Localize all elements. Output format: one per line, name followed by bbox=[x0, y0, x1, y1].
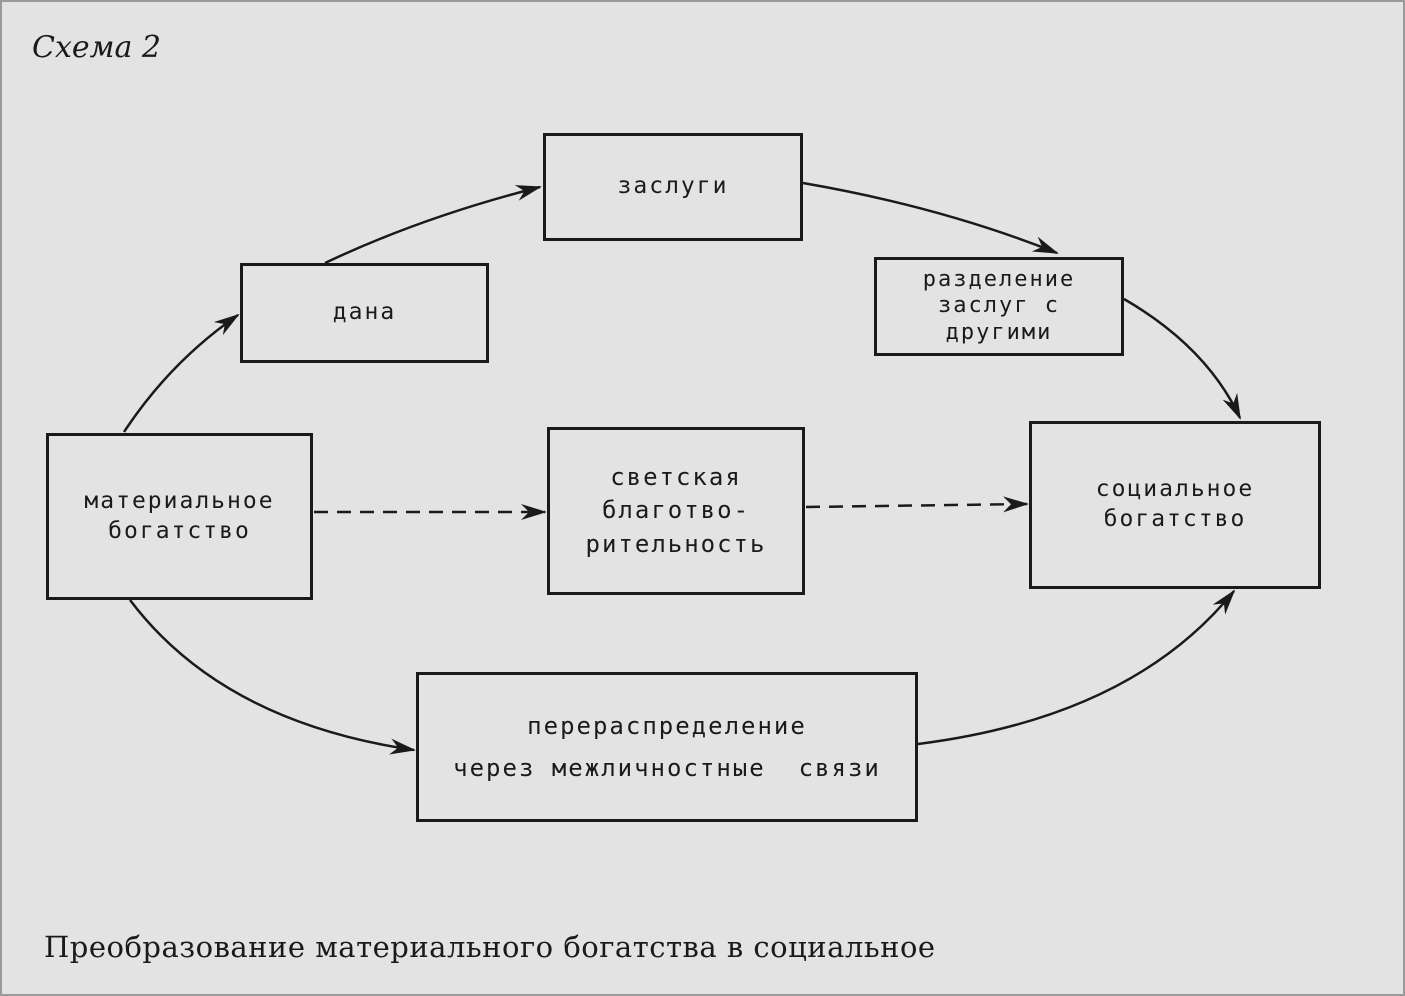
redistribution-label-line-2: через межличностные связи bbox=[453, 754, 881, 782]
edge-charity-to-social-dashed bbox=[805, 496, 1029, 513]
edge-dana-to-merit bbox=[324, 185, 542, 265]
social-wealth-label-line-1: социальное bbox=[1095, 476, 1255, 503]
secular-charity-box: светская благотво- рительность bbox=[547, 427, 805, 595]
material-wealth-label-line-1: материальное bbox=[84, 487, 275, 514]
figure-caption: Преобразование материального богатства в… bbox=[44, 930, 936, 964]
secular-charity-label-line-3: рительность bbox=[585, 529, 767, 558]
merit-sharing-label-line-3: другими bbox=[945, 319, 1053, 345]
merit-box: заслуги bbox=[543, 133, 803, 241]
redistribution-box: перераспределение через межличностные св… bbox=[416, 672, 918, 822]
social-wealth-box: социальное богатство bbox=[1029, 421, 1321, 589]
redistribution-label-line-1: перераспределение bbox=[527, 712, 807, 740]
material-wealth-label-line-2: богатство bbox=[108, 517, 251, 544]
dana-box: дана bbox=[240, 263, 489, 363]
secular-charity-label-line-1: светская bbox=[610, 462, 742, 491]
secular-charity-label-line-2: благотво- bbox=[601, 496, 751, 525]
dana-label: дана bbox=[332, 299, 397, 326]
merit-sharing-box: разделение заслуг с другими bbox=[874, 257, 1124, 356]
edge-redistribution-to-social bbox=[917, 589, 1236, 746]
edge-material-to-redistribution bbox=[129, 599, 416, 755]
merit-sharing-label-line-1: разделение bbox=[922, 266, 1076, 292]
merit-label: заслуги bbox=[617, 173, 729, 200]
merit-sharing-label-line-2: заслуг с bbox=[938, 293, 1060, 319]
edge-merit-to-sharing bbox=[802, 181, 1059, 255]
social-wealth-label-line-2: богатство bbox=[1103, 506, 1247, 532]
material-wealth-box: материальное богатство bbox=[46, 433, 313, 600]
edge-sharing-to-social bbox=[1123, 297, 1242, 420]
scheme-label: Схема 2 bbox=[32, 30, 162, 65]
edge-material-to-dana bbox=[122, 313, 240, 433]
